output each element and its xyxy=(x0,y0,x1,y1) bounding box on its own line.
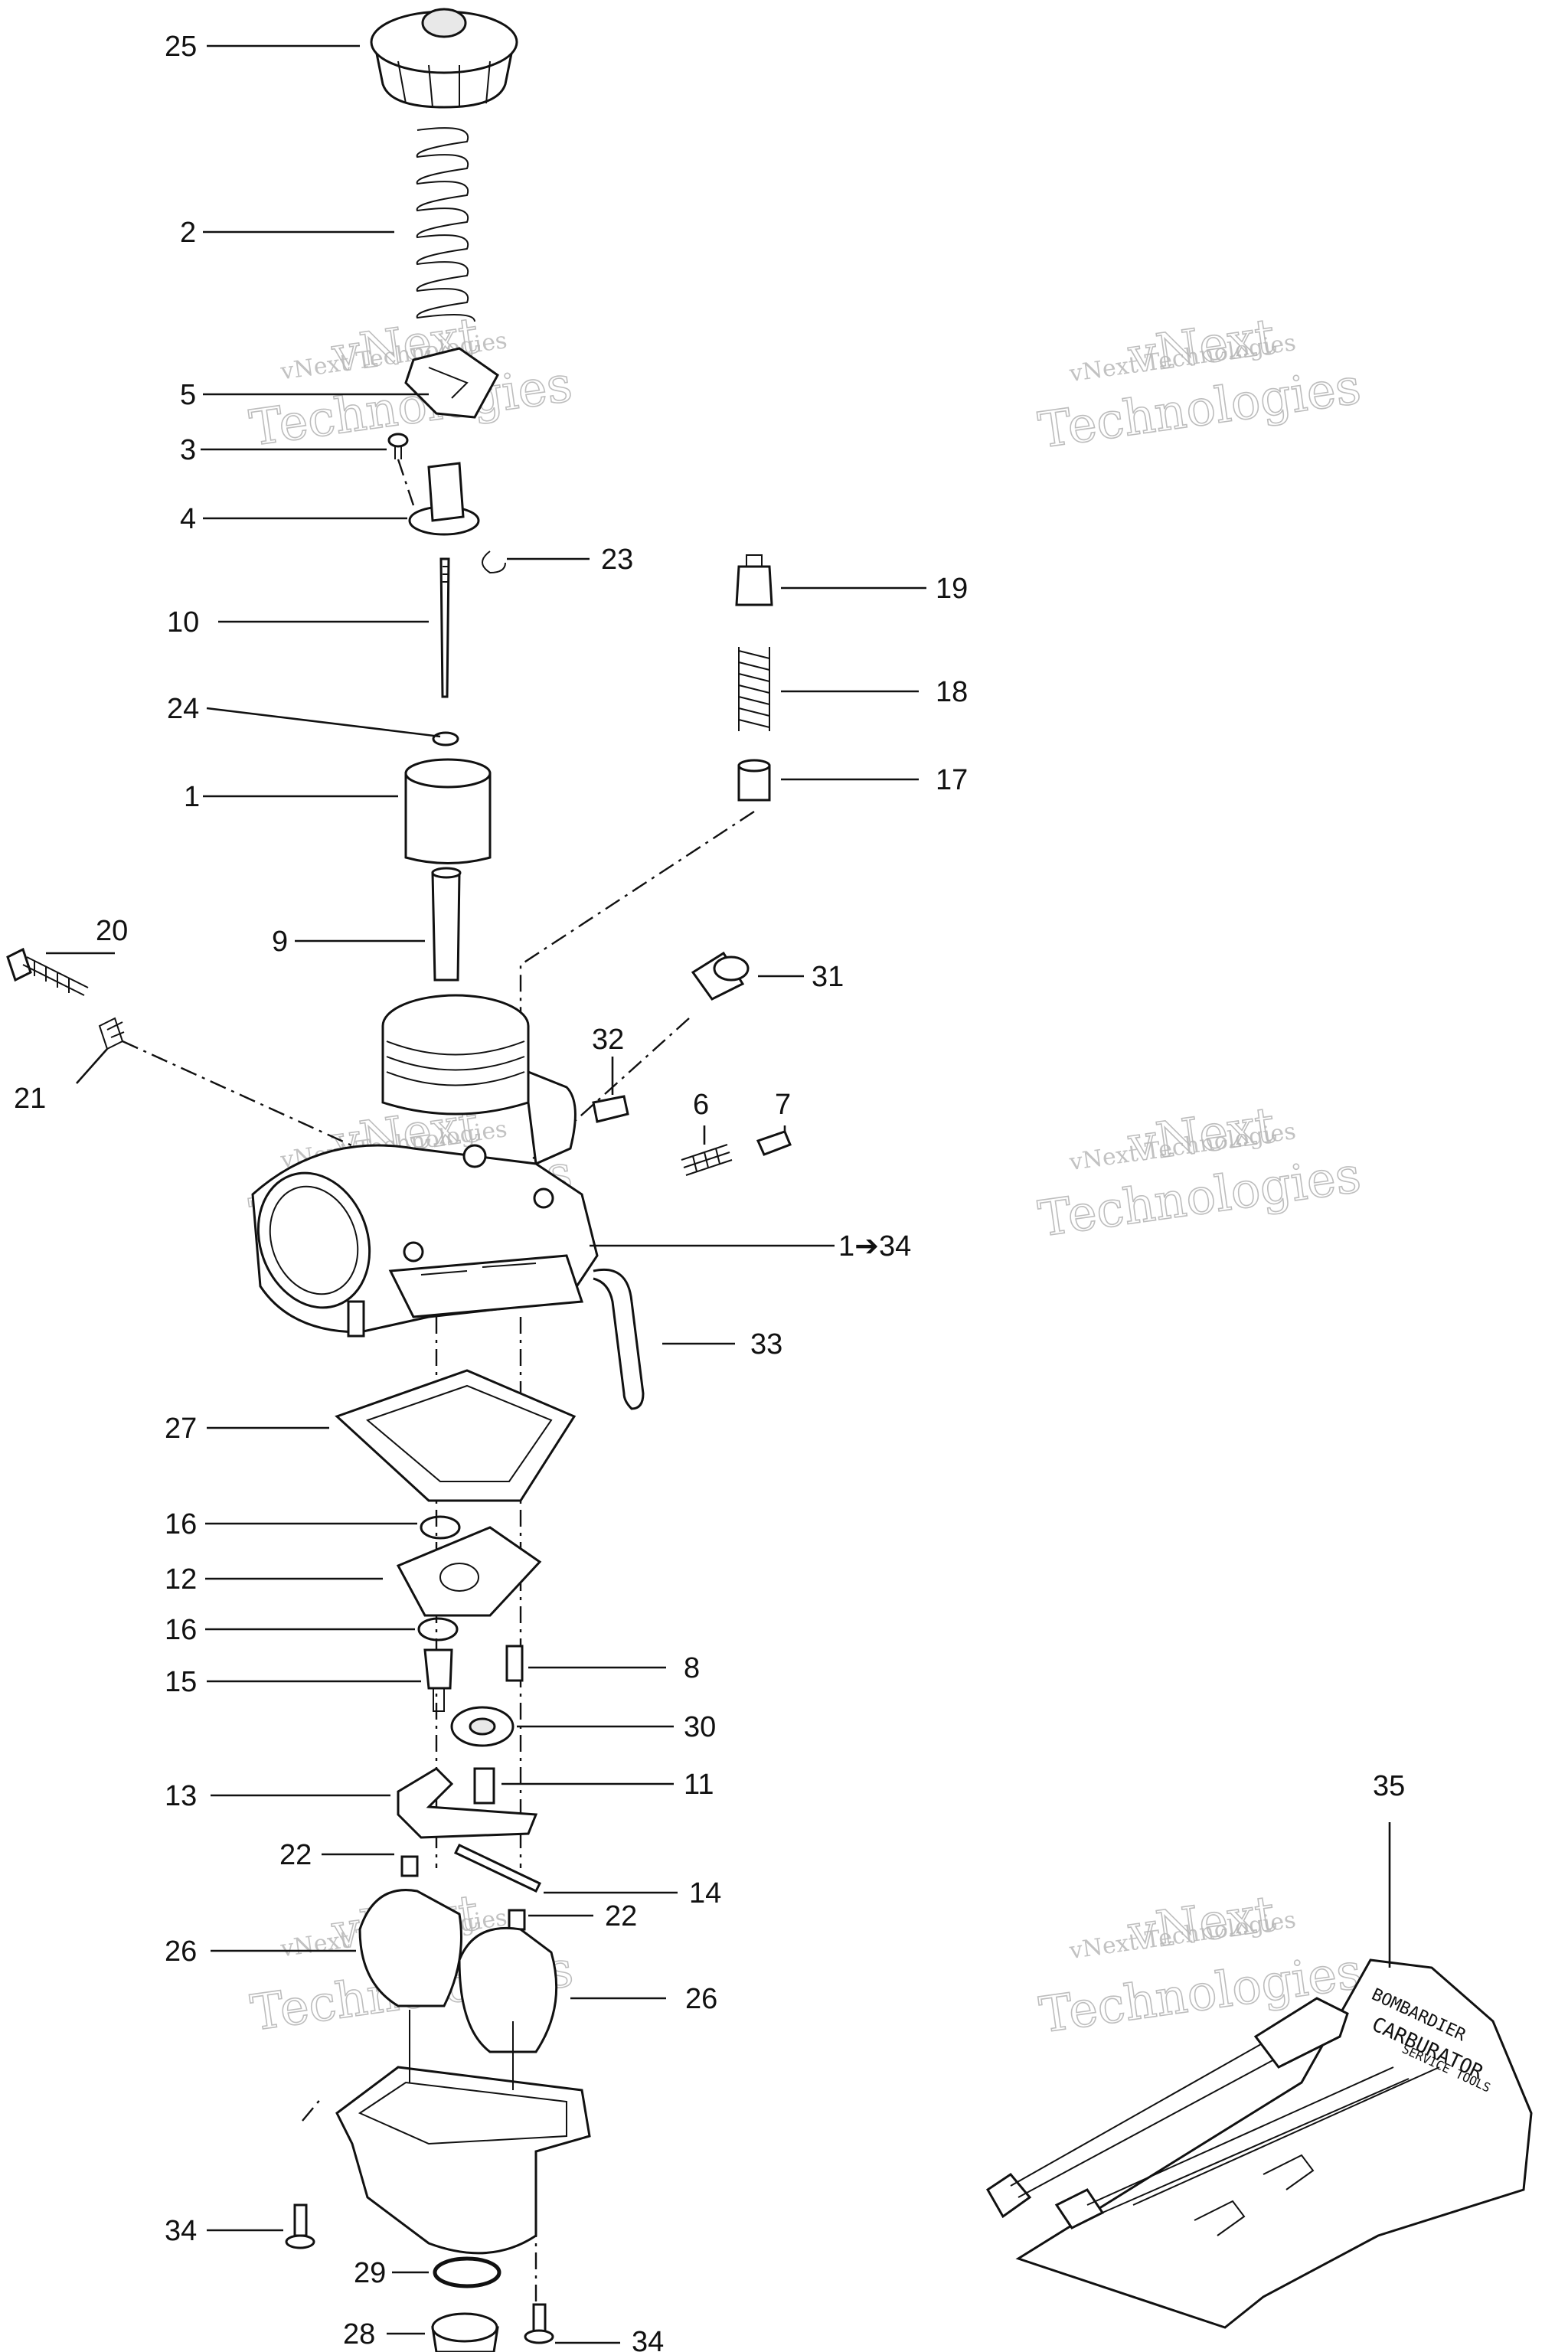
part-26-float-right xyxy=(458,1926,558,2053)
part-25-cap xyxy=(370,8,518,109)
callout-23: 23 xyxy=(601,544,633,576)
part-9-jet xyxy=(431,867,462,982)
callout-26-left: 26 xyxy=(165,1936,197,1968)
callout-22-upper: 22 xyxy=(279,1839,312,1871)
callout-18: 18 xyxy=(936,676,968,708)
callout-28: 28 xyxy=(343,2318,375,2350)
part-24-washer xyxy=(432,731,459,746)
callout-19: 19 xyxy=(936,573,968,605)
part-30-seat xyxy=(450,1706,514,1747)
part-31-cap xyxy=(691,951,750,1001)
leader-lines xyxy=(46,44,1391,2344)
callout-17: 17 xyxy=(936,764,968,796)
callout-8: 8 xyxy=(684,1652,700,1684)
callout-9: 9 xyxy=(272,926,288,958)
part-13-float-arm xyxy=(397,1767,538,1839)
part-float-bowl xyxy=(335,2010,591,2255)
callout-11: 11 xyxy=(684,1769,714,1801)
callout-34-bottom: 34 xyxy=(632,2326,664,2352)
part-1-slide xyxy=(404,758,492,864)
callout-32: 32 xyxy=(592,1024,624,1056)
callout-1: 1 xyxy=(184,781,200,813)
part-18-spring xyxy=(738,647,770,731)
part-32-fitting xyxy=(592,1095,629,1123)
watermark-top-right: Technologies vNext vNext Technologies xyxy=(1034,308,1364,460)
callout-1to34: 1➔34 xyxy=(838,1230,911,1263)
part-27-gasket xyxy=(335,1369,577,1502)
callout-29: 29 xyxy=(354,2257,386,2289)
callout-25: 25 xyxy=(165,31,197,63)
part-12-plate xyxy=(396,1526,542,1617)
watermark-mid-right: Technologies vNext vNext Technologies xyxy=(1034,1096,1364,1249)
part-3-screw xyxy=(387,433,409,459)
callout-14: 14 xyxy=(689,1877,721,1909)
part-16-oring-b xyxy=(417,1617,459,1642)
callout-27: 27 xyxy=(165,1413,197,1445)
part-34-screw-b xyxy=(524,2303,554,2344)
callout-10: 10 xyxy=(167,606,199,639)
part-7-screw xyxy=(756,1130,792,1156)
watermark-top-left: Technologies vNext vNext Technologies xyxy=(246,307,576,459)
part-11-needle-valve xyxy=(473,1767,495,1805)
callout-15: 15 xyxy=(165,1666,197,1698)
part-22-plug-a xyxy=(400,1855,419,1877)
callout-3: 3 xyxy=(180,434,196,466)
callout-26-right: 26 xyxy=(685,1983,717,2015)
callout-4: 4 xyxy=(180,503,196,535)
callout-7: 7 xyxy=(775,1089,791,1121)
part-2-spring xyxy=(416,127,475,322)
part-5-plate xyxy=(404,347,499,419)
part-21-spring xyxy=(98,1017,125,1050)
part-17-nut xyxy=(737,759,771,802)
part-19-screw-head xyxy=(735,554,773,606)
part-6-spring xyxy=(681,1144,733,1176)
part-20-air-screw xyxy=(6,947,89,996)
callout-16-lower: 16 xyxy=(165,1614,197,1646)
callout-16-upper: 16 xyxy=(165,1508,197,1540)
part-35-tool-kit: BOMBARDIER CARBURATOR SERVICE TOOLS xyxy=(986,1958,1533,2329)
callout-35: 35 xyxy=(1373,1770,1405,1802)
callout-20: 20 xyxy=(96,915,128,947)
part-29-oring xyxy=(433,2256,501,2288)
part-28-plug xyxy=(431,2312,499,2352)
callout-33: 33 xyxy=(750,1328,782,1361)
part-4-holder xyxy=(408,462,480,536)
part-23-clip xyxy=(482,550,506,574)
part-33-hose xyxy=(593,1268,645,1410)
callout-24: 24 xyxy=(167,693,199,725)
callout-5: 5 xyxy=(180,379,196,411)
callout-2: 2 xyxy=(180,217,196,249)
part-14-pin xyxy=(453,1844,542,1893)
part-34-screw-a xyxy=(285,2203,315,2249)
callout-12: 12 xyxy=(165,1563,197,1596)
callout-22-lower: 22 xyxy=(605,1900,637,1932)
callout-6: 6 xyxy=(693,1089,709,1121)
part-carburetor-body xyxy=(251,994,599,1338)
callout-31: 31 xyxy=(812,961,844,993)
callout-13: 13 xyxy=(165,1780,197,1812)
part-8-jet xyxy=(505,1645,524,1682)
part-16-oring-a xyxy=(420,1515,461,1540)
part-22-plug-b xyxy=(508,1909,526,1931)
part-15-jet xyxy=(423,1648,453,1712)
callout-21: 21 xyxy=(14,1083,46,1115)
callout-labels: 25 2 5 3 4 23 10 19 18 24 17 1 9 20 31 3… xyxy=(14,31,1405,2352)
callout-30: 30 xyxy=(684,1711,716,1743)
callout-34-left: 34 xyxy=(165,2215,197,2247)
part-10-needle xyxy=(439,557,450,698)
